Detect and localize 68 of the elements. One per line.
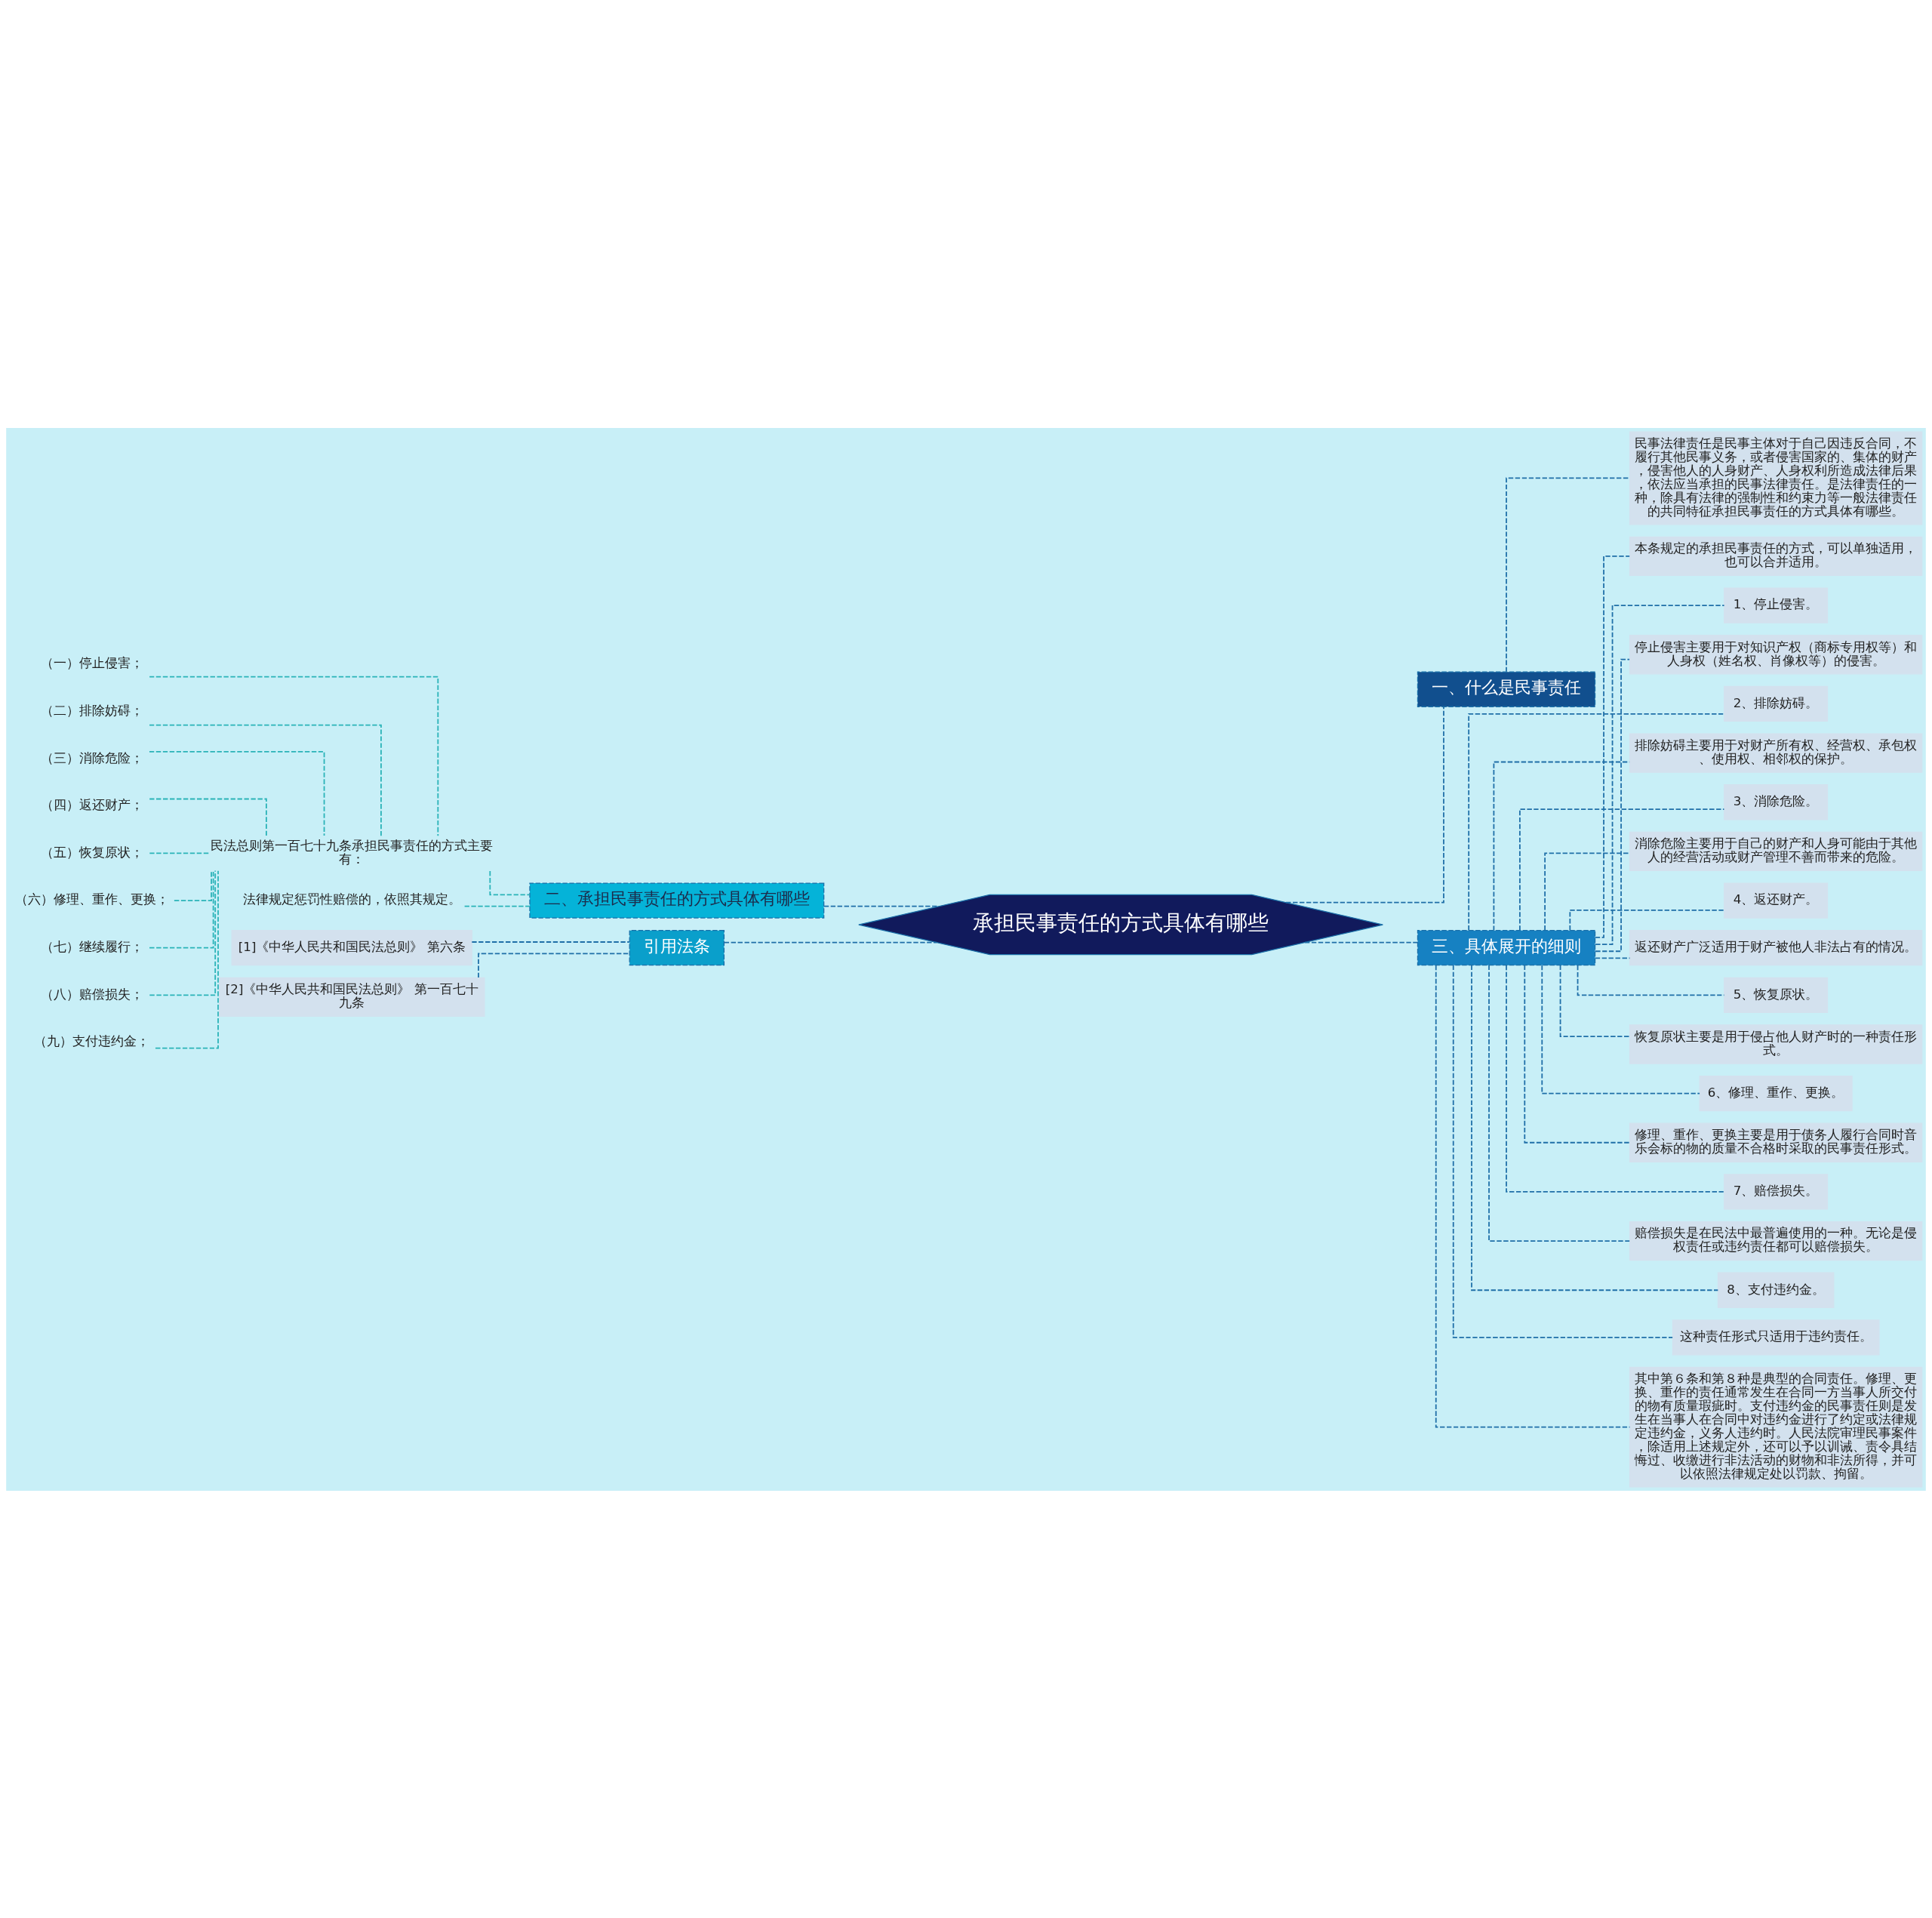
- connector: [155, 870, 219, 1048]
- connector: [1488, 964, 1631, 1242]
- connector: [1304, 941, 1419, 944]
- node-box: 赔偿损失是在民法中最普遍使用的一种。无论是侵权责任或违约责任都可以赔偿损失。: [1629, 1221, 1923, 1261]
- connector: [1544, 852, 1631, 931]
- connector: [149, 798, 267, 836]
- connector: [149, 870, 214, 949]
- node-box: 一、什么是民事责任: [1417, 671, 1596, 707]
- node-box: 4、返还财产。: [1724, 882, 1829, 919]
- connector: [1452, 964, 1673, 1338]
- node-box: [1]《中华人民共和国民法总则》 第六条: [231, 929, 472, 965]
- node-box: 5、恢复原状。: [1724, 977, 1829, 1013]
- connector: [149, 676, 439, 836]
- node-box: 7、赔偿损失。: [1724, 1173, 1829, 1210]
- connector: [1541, 964, 1700, 1094]
- connector: [1524, 964, 1631, 1144]
- connector: [1569, 909, 1725, 931]
- connector: [1506, 964, 1725, 1193]
- node-box: 6、修理、重作、更换。: [1699, 1075, 1853, 1111]
- node-box: 本条规定的承担民事责任的方式，可以单独适用，也可以合并适用。: [1629, 536, 1923, 576]
- connector: [723, 941, 938, 944]
- node-box: 二、承担民事责任的方式具体有哪些: [529, 882, 825, 919]
- node-text: （三）消除危险；: [40, 750, 143, 765]
- node-text: （五）恢复原状；: [40, 845, 143, 860]
- node-box: 三、具体展开的细则: [1417, 929, 1596, 965]
- node-box: 这种责任形式只适用于违约责任。: [1672, 1319, 1880, 1355]
- node-text: （七）继续履行；: [40, 939, 143, 954]
- connector: [149, 724, 382, 836]
- connector: [149, 750, 325, 836]
- node-box: 民事法律责任是民事主体对于自己因违反合同，不履行其他民事义务，或者侵害国家的、集体的财产，侵害他人的人身财产、人身权利所造成法律后果，依法应当承担的民事法律责任。是法律责任的一种，除具有法律的强制性和约束力等一般法律责任的共同特征承担民事责任的方式具体有哪些。: [1629, 430, 1923, 525]
- connector: [1468, 713, 1725, 931]
- node-box: 恢复原状主要是用于侵占他人财产时的一种责任形式。: [1629, 1024, 1923, 1064]
- node-box: 消除危险主要用于自己的财产和人身可能由于其他人的经营活动或财产管理不善而带来的危险。: [1629, 831, 1923, 871]
- connector: [1595, 658, 1630, 952]
- node-text: 法律规定惩罚性赔偿的，依照其规定。: [242, 891, 461, 907]
- node-box: 8、支付违约金。: [1717, 1272, 1835, 1308]
- connector: [149, 870, 217, 996]
- node-box: 返还财产广泛适用于财产被他人非法占有的情况。: [1629, 929, 1923, 965]
- connector: [1594, 555, 1631, 938]
- node-box: 修理、重作、更换主要是用于债务人履行合同时音乐会标的物的质量不合格时采取的民事责任形式。: [1629, 1122, 1923, 1162]
- connector: [1285, 705, 1444, 903]
- node-text: （二）排除妨碍；: [40, 703, 143, 718]
- node-box: 排除妨碍主要用于对财产所有权、经营权、承包权、使用权、相邻权的保护。: [1629, 732, 1923, 773]
- node-box: [2]《中华人民共和国民法总则》 第一百七十九条: [218, 977, 485, 1017]
- connector: [1471, 964, 1719, 1291]
- connector: [463, 905, 531, 907]
- connector: [1595, 957, 1631, 959]
- node-box: 2、排除妨碍。: [1724, 685, 1829, 722]
- node-box: 1、停止侵害。: [1724, 586, 1829, 623]
- node-box: 停止侵害主要用于对知识产权（商标专用权等）和人身权（姓名权、肖像权等）的侵害。: [1629, 634, 1923, 674]
- connector: [1595, 604, 1725, 945]
- connector: [489, 870, 531, 895]
- connector: [174, 870, 212, 901]
- node-text: （九）支付违约金；: [34, 1033, 150, 1048]
- node-box: 3、消除危险。: [1724, 784, 1829, 820]
- node-text: （六）修理、重作、更换；: [14, 891, 169, 907]
- connector: [1435, 964, 1631, 1428]
- connector: [471, 941, 630, 943]
- node-text: 民法总则第一百七十九条承担民事责任的方式主要有：: [211, 838, 494, 867]
- node-box: 其中第６条和第８种是典型的合同责任。修理、更换、重作的责任通常发生在合同一方当事人所交付的物有质量瑕疵时。支付违约金的民事责任则是发生在当事人在合同中对违约金进行了约定或法律规定违约金，义务人违约时。人民法院审理民事案件，除适用上述规定外，还可以予以训诫、责令具结悔过、收缴进行非法活动的财物和非法所得，并可以依照法律规定处以罚款、拘留。: [1629, 1366, 1923, 1488]
- node-text: （四）返还财产；: [40, 797, 143, 812]
- node-text: （八）赔偿损失；: [40, 987, 143, 1002]
- node-box: 引用法条: [629, 929, 725, 965]
- connector: [1559, 964, 1631, 1037]
- connector: [1493, 761, 1631, 931]
- node-text: （一）停止侵害；: [40, 655, 143, 670]
- connector: [149, 852, 210, 854]
- connector: [1519, 808, 1725, 931]
